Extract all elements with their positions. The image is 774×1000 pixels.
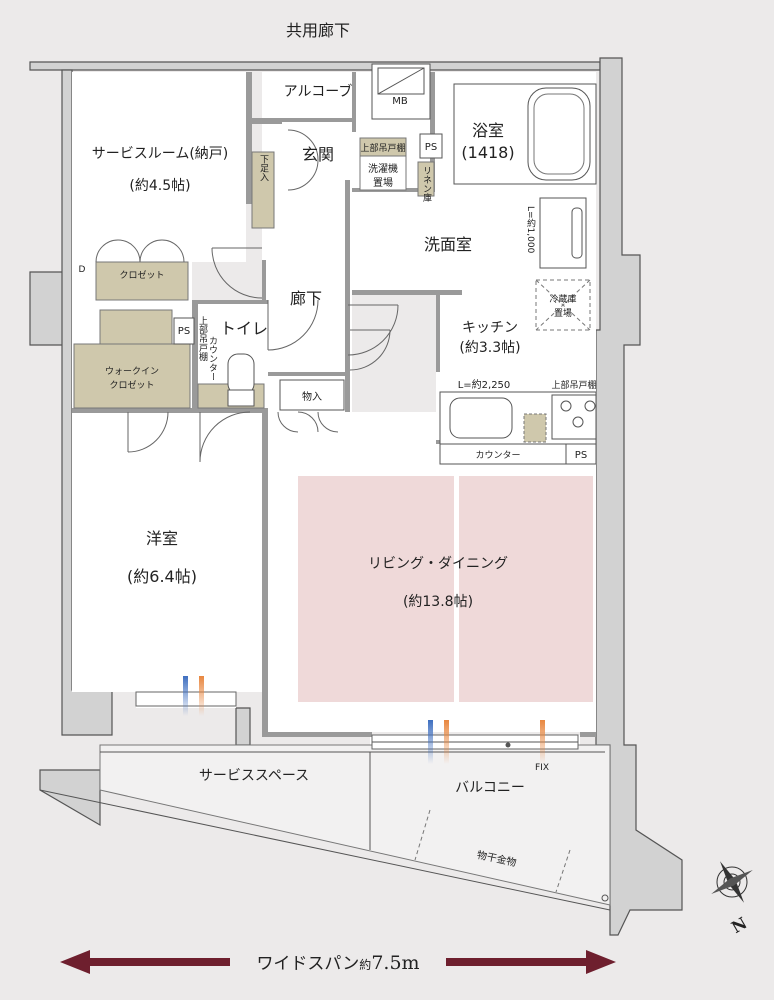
genkan-label: 玄関: [302, 145, 334, 164]
ldk-panel-right: [459, 476, 593, 702]
toilet-counter-label: カウンター: [207, 336, 218, 381]
walkin-label-1: ウォークイン: [105, 366, 159, 377]
service-space-label: サービススペース: [199, 768, 309, 784]
linen-label: リネン庫: [421, 166, 432, 203]
fix-label: FIX: [535, 763, 549, 773]
ldk-floor: [298, 476, 593, 702]
washroom-door: [211, 247, 263, 299]
width-label: ワイドスパン約7.5m: [256, 952, 419, 974]
bathroom-size: (1418): [461, 143, 514, 162]
width-label-main: ワイドスパン: [256, 954, 359, 974]
balcony-label: バルコニー: [455, 780, 525, 796]
walkin-label-2: クロゼット: [109, 379, 154, 391]
ldk-panel-left: [298, 476, 454, 702]
walkin-closet: [73, 343, 191, 409]
width-approx: 約: [359, 957, 371, 972]
fridge-label-1: 冷蔵庫: [549, 293, 576, 305]
upper-cabinet-label-1: 上部吊戸棚: [360, 142, 405, 154]
mb-label: MB: [392, 96, 408, 107]
labels: 共用廊下 アルコーブ MB 浴室 (1418) サービスルーム(納戸) (約4.…: [79, 21, 751, 974]
closet-label: クロゼット: [119, 269, 164, 281]
vent-orange-2: [444, 720, 449, 764]
vent-blue-2: [428, 720, 433, 764]
compass-label: N: [728, 913, 750, 937]
width-arrow: [60, 950, 616, 974]
walkin-shelf-top: [99, 309, 173, 345]
washroom-label: 洗面室: [424, 235, 472, 254]
top-wall: [29, 61, 601, 71]
storage-label: 物入: [302, 390, 322, 403]
living-label: リビング・ダイニング: [368, 556, 508, 572]
laundry-pole-2: [555, 849, 571, 893]
vent-blue-1: [183, 676, 188, 716]
western-room-label: 洋室: [146, 529, 178, 548]
upper-cabinet-label-2: 上部吊戸棚: [551, 379, 596, 391]
western-room-size: (約6.4帖): [127, 567, 197, 586]
vent-orange-1: [199, 676, 204, 716]
vents: [183, 676, 545, 764]
vanity: [539, 197, 587, 269]
laundry-label-1: 洗濯機: [368, 162, 398, 175]
compass-icon: [711, 861, 753, 903]
toilet-door: [267, 299, 319, 351]
washroom-dim: L=約1,000: [525, 206, 536, 254]
western-door-1: [127, 411, 169, 453]
closet: [95, 261, 189, 301]
western-door-2: [199, 411, 251, 463]
fridge-box: [535, 279, 591, 331]
service-divider: [235, 707, 251, 746]
corridor-label: 共用廊下: [286, 21, 350, 40]
toilet-label: トイレ: [220, 319, 268, 338]
kitchen-counter: [439, 391, 597, 465]
ps-label-3: PS: [575, 450, 587, 461]
ps-label-1: PS: [425, 142, 437, 153]
kitchen-label: キッチン: [462, 320, 518, 336]
living-size: (約13.8帖): [403, 594, 473, 610]
shoe-storage-label: 下足入: [258, 155, 269, 182]
bottom-left-wall: [39, 769, 101, 827]
mb-box: [371, 63, 431, 120]
linen-box: [417, 161, 435, 197]
toilet-side-label: 上部吊戸棚: [197, 316, 208, 362]
bathtub: [453, 83, 597, 185]
doors: [95, 129, 399, 463]
counter-label: カウンター: [475, 450, 520, 461]
bathroom-label: 浴室: [472, 121, 504, 140]
shoe-storage: [251, 151, 275, 229]
hall-door: [347, 304, 399, 356]
kitchen-size: (約3.3帖): [459, 340, 520, 356]
laundry-pole-1: [414, 809, 431, 861]
closet-doors: [95, 239, 185, 263]
ps-label-2: PS: [178, 326, 190, 337]
d-mark: D: [79, 265, 86, 275]
hallway-label: 廊下: [290, 289, 322, 308]
alcove-label: アルコーブ: [284, 83, 353, 100]
width-value: 7.5m: [371, 952, 419, 974]
service-room-label: サービスルーム(納戸): [92, 146, 229, 162]
storage-door: [277, 411, 339, 433]
counter-length: L=約2,250: [458, 378, 511, 391]
vent-orange-3: [540, 720, 545, 764]
kitchen-door: [349, 329, 391, 371]
fridge-label-2: 置場: [554, 307, 572, 319]
entrance-door: [287, 129, 319, 191]
laundry-label-2: 置場: [373, 176, 393, 189]
service-room-size: (約4.5帖): [129, 178, 190, 194]
toilet-fixture: [227, 353, 255, 407]
balcony-area: [39, 744, 611, 911]
